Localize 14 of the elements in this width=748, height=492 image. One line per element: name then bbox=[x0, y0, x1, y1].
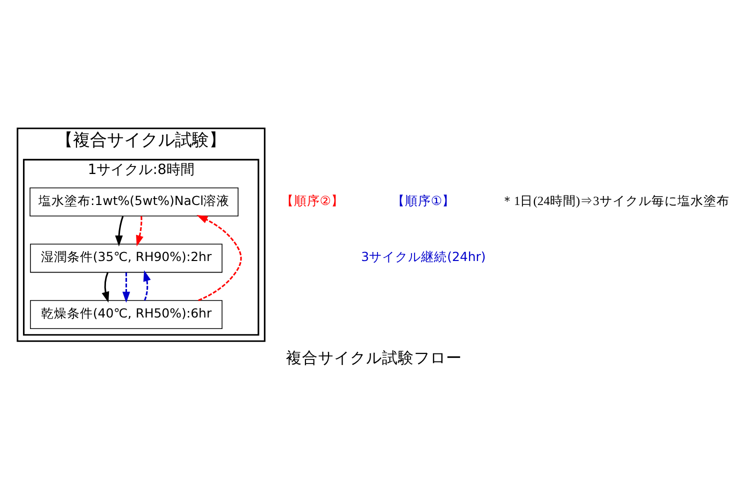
node-box: 乾燥条件(40℃, RH50%):6hr bbox=[30, 300, 222, 329]
arrow bbox=[196, 214, 242, 301]
node-box: 湿潤条件(35℃, RH90%):2hr bbox=[30, 243, 222, 272]
arrow bbox=[102, 272, 110, 302]
label: ＊1日(24時間)⇒3サイクル毎に塩水塗布 bbox=[500, 193, 730, 208]
label: 【順序②】 bbox=[280, 192, 344, 208]
node-box: 塩水塗布:1wt%(5wt%)NaCl溶液 bbox=[30, 186, 238, 216]
caption: 複合サイクル試験フロー bbox=[286, 348, 462, 367]
arrow bbox=[122, 272, 130, 302]
arrow bbox=[136, 216, 144, 246]
label: 3サイクル継続(24hr) bbox=[361, 248, 486, 264]
label: 【順序①】 bbox=[392, 192, 456, 208]
arrow bbox=[115, 215, 124, 246]
arrow bbox=[143, 270, 151, 300]
